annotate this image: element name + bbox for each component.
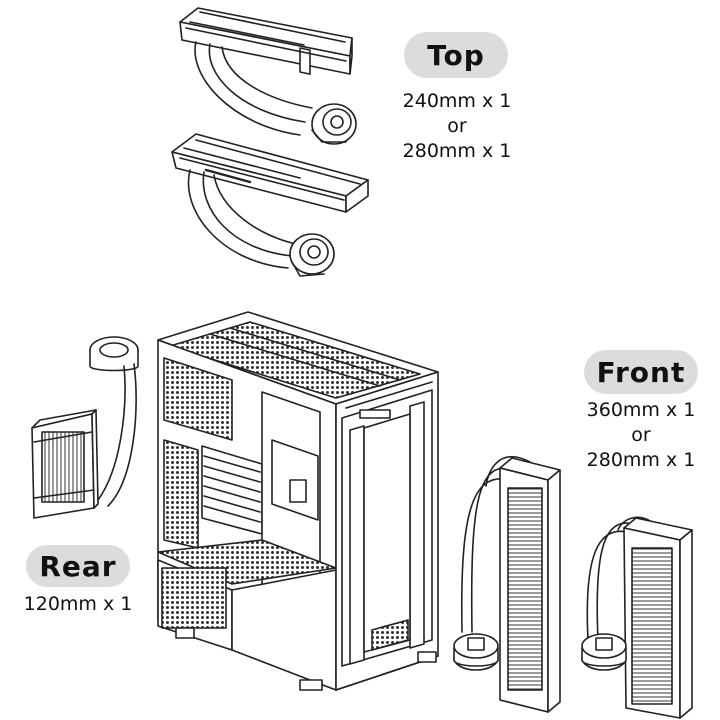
front-label: Front xyxy=(596,355,686,389)
front-radiator-280 xyxy=(582,517,692,718)
front-spec: 360mm x 1 or 280mm x 1 xyxy=(576,398,706,473)
pc-case xyxy=(158,312,438,690)
rear-radiator-120 xyxy=(32,410,98,518)
front-spec-line-1: 360mm x 1 xyxy=(586,399,696,421)
top-spec-line-3: 280mm x 1 xyxy=(402,140,512,162)
rear-spec: 120mm x 1 xyxy=(10,592,146,617)
top-spec-line-1: 240mm x 1 xyxy=(402,90,512,112)
rear-pump xyxy=(90,337,138,506)
rear-label: Rear xyxy=(39,549,117,583)
front-label-pill: Front xyxy=(584,350,698,394)
front-spec-line-3: 280mm x 1 xyxy=(586,449,696,471)
top-radiator-280 xyxy=(172,134,368,212)
rear-label-pill: Rear xyxy=(26,545,130,587)
front-spec-line-2: or xyxy=(631,424,651,446)
top-spec: 240mm x 1 or 280mm x 1 xyxy=(392,89,522,164)
top-spec-line-2: or xyxy=(447,115,467,137)
top-pump-2 xyxy=(188,170,334,276)
top-pump-1 xyxy=(195,42,356,144)
top-label-pill: Top xyxy=(404,32,508,78)
front-radiator-360 xyxy=(454,457,560,712)
rear-spec-line-1: 120mm x 1 xyxy=(23,593,133,615)
top-radiator-240 xyxy=(180,8,352,74)
top-label: Top xyxy=(427,38,485,72)
